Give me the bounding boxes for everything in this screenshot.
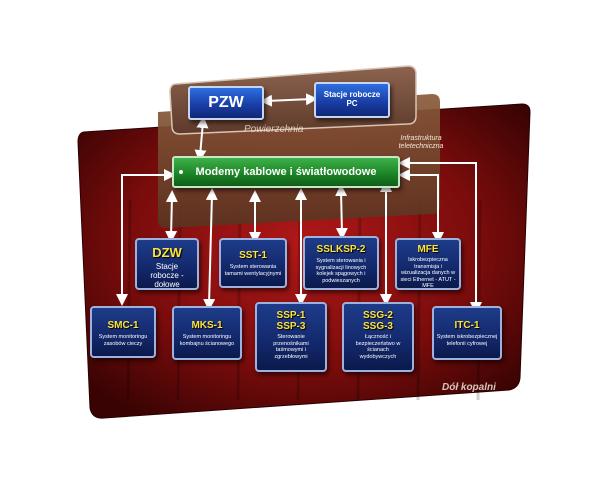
dzw-subtitle: Stacje robocze - dołowe [150, 262, 184, 289]
pzw-title: PZW [208, 94, 244, 111]
itc1-subtitle: System iskrobezpiecznej telefonii cyfrow… [436, 334, 498, 347]
modem-dot [179, 170, 183, 174]
dzw-box: DZW Stacje robocze - dołowe [135, 238, 199, 290]
infrastructure-zone-label: Infrastruktura teletechniczna [398, 135, 444, 150]
ssp3-title: SSP-3 [276, 321, 306, 332]
sslksp2-box: SSLKSP-2 System sterowania i sygnalizacj… [303, 236, 379, 290]
mks1-title: MKS-1 [191, 320, 223, 331]
mks1-box: MKS-1 System monitoringu kombajnu ściano… [172, 306, 242, 360]
mfe-box: MFE Iskrobezpieczna transmisja i wizuali… [395, 238, 461, 290]
pc-box: Stacje robocze PC [314, 82, 390, 118]
sslksp2-title: SSLKSP-2 [316, 244, 366, 255]
sst1-title: SST-1 [239, 250, 267, 261]
ssg2-title: SSG-2 [362, 310, 393, 321]
itc1-title: ITC-1 [454, 320, 480, 331]
ssp-box: SSP-1 SSP-3 Sterowanie przenośnikami taś… [255, 302, 327, 372]
dzw-title: DZW [152, 245, 182, 260]
ssp-subtitle: Sterowanie przenośnikami taśmowymi i zgr… [273, 334, 309, 360]
bottom-zone-label: Dół kopalni [442, 382, 496, 393]
pc-title: Stacje robocze PC [323, 90, 381, 108]
smc1-title: SMC-1 [107, 320, 139, 331]
sslksp2-subtitle: System sterowania i sygnalizacji linowyc… [315, 258, 367, 284]
modem-bar: Modemy kablowe i światłowodowe [172, 156, 400, 188]
mfe-subtitle: Iskrobezpieczna transmisja i wizualizacj… [400, 257, 456, 289]
smc1-box: SMC-1 System monitoringu zasobów cieczy [90, 306, 156, 358]
ssg3-title: SSG-3 [362, 321, 393, 332]
itc1-box: ITC-1 System iskrobezpiecznej telefonii … [432, 306, 502, 360]
ssp1-title: SSP-1 [276, 310, 306, 321]
sst1-box: SST-1 System sterowania tamami wentylacy… [219, 238, 287, 288]
sst1-subtitle: System sterowania tamami wentylacyjnymi [224, 264, 282, 277]
mfe-title: MFE [417, 244, 439, 255]
ssg-subtitle: Łączność i bezpieczeństwo w ścianach wyd… [355, 334, 401, 360]
ssg-box: SSG-2 SSG-3 Łączność i bezpieczeństwo w … [342, 302, 414, 372]
modem-label: Modemy kablowe i światłowodowe [195, 166, 377, 178]
mks1-subtitle: System monitoringu kombajnu ścianowego [179, 334, 235, 347]
pzw-box: PZW [188, 86, 264, 120]
surface-zone-label: Powierzchnia [244, 124, 304, 135]
connector-arrows [116, 93, 482, 314]
smc1-subtitle: System monitoringu zasobów cieczy [98, 334, 148, 347]
